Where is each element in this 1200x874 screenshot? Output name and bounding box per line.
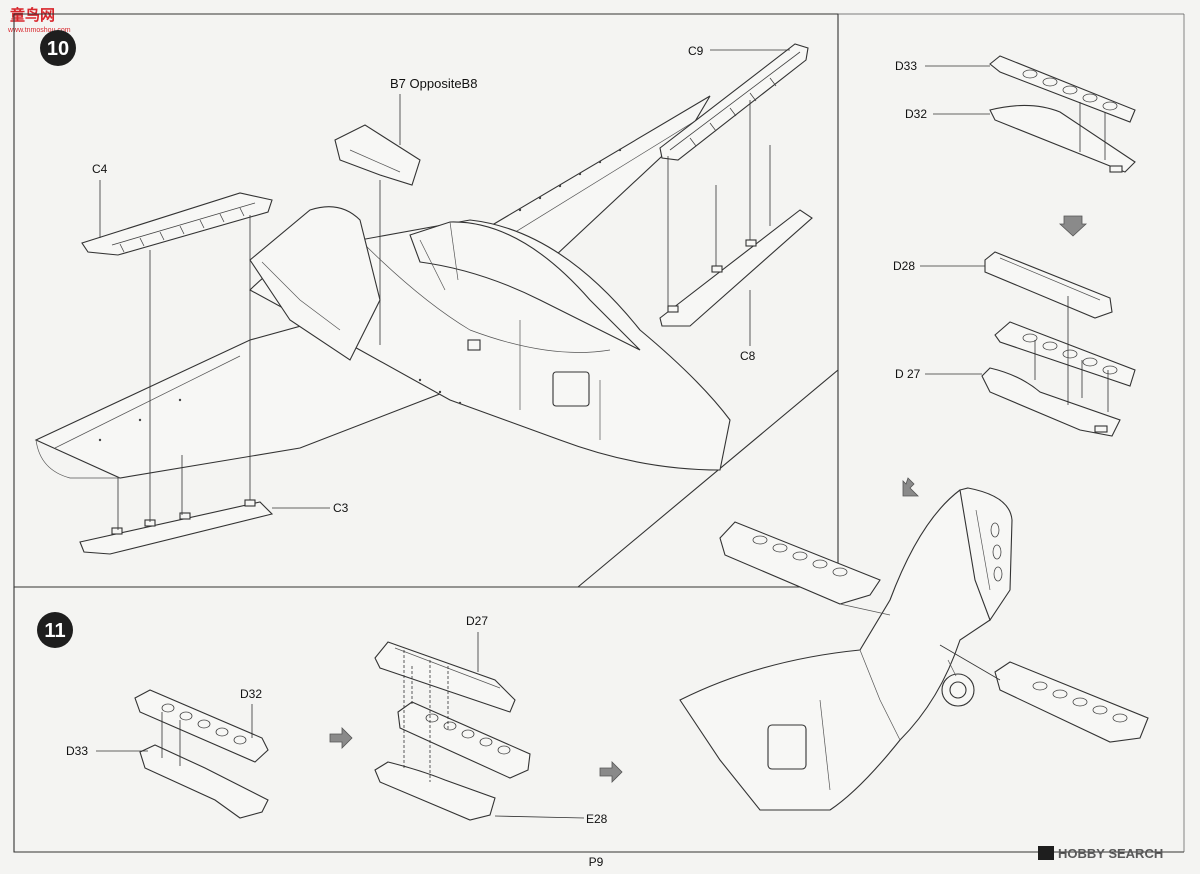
label-c4: C4 [92, 162, 108, 176]
c4-c3-guide-arrows [117, 215, 251, 530]
step11-part-d32 [134, 689, 269, 763]
label-d28: D28 [893, 259, 915, 273]
part-d27-elevator [981, 367, 1121, 437]
part-c8-flap [659, 209, 813, 327]
hobby-search-watermark: HOBBY SEARCH [1038, 846, 1163, 861]
step11-flow-arrow-1 [329, 727, 353, 749]
part-d28-elevator [984, 251, 1113, 319]
step11-part-d33 [139, 744, 269, 819]
c9-c8-guide-arrows [667, 100, 771, 306]
part-c3-flap [79, 499, 274, 555]
watermark-text: HOBBY SEARCH [1058, 846, 1163, 861]
part-d32-elevator [989, 104, 1136, 173]
part-b7 [334, 124, 421, 186]
flow-arrow-down [1058, 215, 1088, 237]
label-b7: B7 OppositeB8 [390, 76, 477, 91]
step11-d27-e28-guide [403, 650, 449, 782]
label-c3: C3 [333, 501, 349, 515]
step-11-number: 11 [44, 620, 65, 642]
step11-flow-arrow-2 [599, 761, 623, 783]
flow-arrow-diagonal [902, 477, 919, 497]
part-d33-elevator [989, 55, 1136, 123]
site-logo-url: www.tnmoshou.com [7, 27, 71, 34]
step11-part-e28 [374, 761, 496, 821]
site-logo-text: 童鸟网 [10, 6, 55, 24]
step-11-badge: 11 [37, 612, 73, 648]
step11-part-d27 [374, 641, 516, 713]
part-c9-flap [659, 43, 809, 161]
step11-part-middle [397, 701, 531, 779]
step11-label-e28: E28 [586, 812, 608, 826]
step11-label-d27: D27 [466, 614, 488, 628]
step-10-number: 10 [47, 38, 69, 60]
part-c4-flap [81, 192, 273, 256]
label-d32-top: D32 [905, 107, 927, 121]
label-c9: C9 [688, 44, 704, 58]
page-number: P9 [589, 855, 604, 869]
panel-frames [13, 13, 1185, 853]
label-d27-right: D 27 [895, 367, 921, 381]
d33-d32-guide [1079, 102, 1106, 160]
step-10-badge: 10 [40, 30, 76, 66]
tail-drawing [679, 487, 1149, 811]
step11-label-d32: D32 [240, 687, 262, 701]
fuselage-drawing [34, 95, 731, 479]
part-d28-inner [994, 321, 1136, 387]
label-d33-top: D33 [895, 59, 917, 73]
step11-d32-d33-guide [161, 712, 181, 766]
d28-d27-guide [1034, 296, 1109, 412]
label-c8: C8 [740, 349, 756, 363]
site-logo: 童鸟网 www.tnmoshou.com [7, 4, 71, 34]
step11-label-d33: D33 [66, 744, 88, 758]
